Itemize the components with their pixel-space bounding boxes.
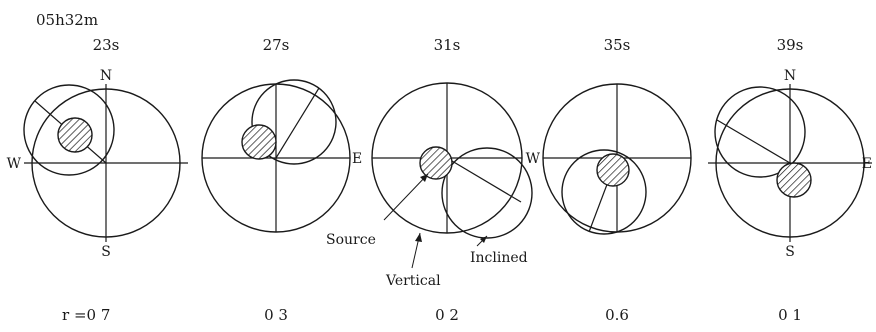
vertical-annotation: Vertical xyxy=(385,273,441,289)
panel-time-label: 27s xyxy=(263,36,290,54)
panel-time-label: 31s xyxy=(434,36,461,54)
panel-23s: 23s N S W r =0 7 xyxy=(7,36,188,324)
source-disk xyxy=(419,146,453,180)
panel-35s: 35s W 0.6 xyxy=(526,36,692,324)
inclined-arrowhead xyxy=(480,236,487,243)
north-label: N xyxy=(100,68,112,84)
south-label: S xyxy=(785,244,795,260)
inclined-annotation: Inclined xyxy=(470,250,528,266)
inclination-line xyxy=(275,87,320,159)
panel-time-label: 39s xyxy=(777,36,804,54)
inclined-circle xyxy=(714,86,806,178)
ratio-label: r =0 7 xyxy=(62,306,110,324)
panel-39s: 39s N S E 0 1 xyxy=(708,36,872,324)
source-disk xyxy=(596,153,630,187)
inclined-circle xyxy=(23,84,115,176)
time-header: 05h32m xyxy=(36,11,98,29)
ratio-label: 0 2 xyxy=(435,306,459,324)
west-label: W xyxy=(526,151,541,167)
vertical-arrowhead xyxy=(415,233,422,242)
panel-time-label: 35s xyxy=(604,36,631,54)
east-label: E xyxy=(352,151,362,167)
source-disk xyxy=(776,162,812,198)
panel-31s: 31s Source Vertical Inclined 0 2 xyxy=(326,36,533,324)
panel-27s: 27s E 0 3 xyxy=(201,36,362,324)
source-disk xyxy=(241,124,277,160)
source-pointer xyxy=(383,173,429,221)
inclination-line xyxy=(716,119,791,164)
source-disk xyxy=(57,117,93,153)
source-arrowhead xyxy=(420,174,428,182)
inclination-line xyxy=(446,157,522,203)
inclined-circle xyxy=(251,79,337,165)
ratio-label: 0 3 xyxy=(264,306,288,324)
ratio-label: 0 1 xyxy=(778,306,802,324)
panel-time-label: 23s xyxy=(93,36,120,54)
source-annotation: Source xyxy=(326,232,376,248)
ratio-label: 0.6 xyxy=(605,306,629,324)
south-label: S xyxy=(101,244,111,260)
west-label: W xyxy=(7,156,22,172)
north-label: N xyxy=(784,68,796,84)
inclined-circle xyxy=(441,147,533,239)
inclined-circle xyxy=(561,149,647,235)
east-label: E xyxy=(862,156,872,172)
